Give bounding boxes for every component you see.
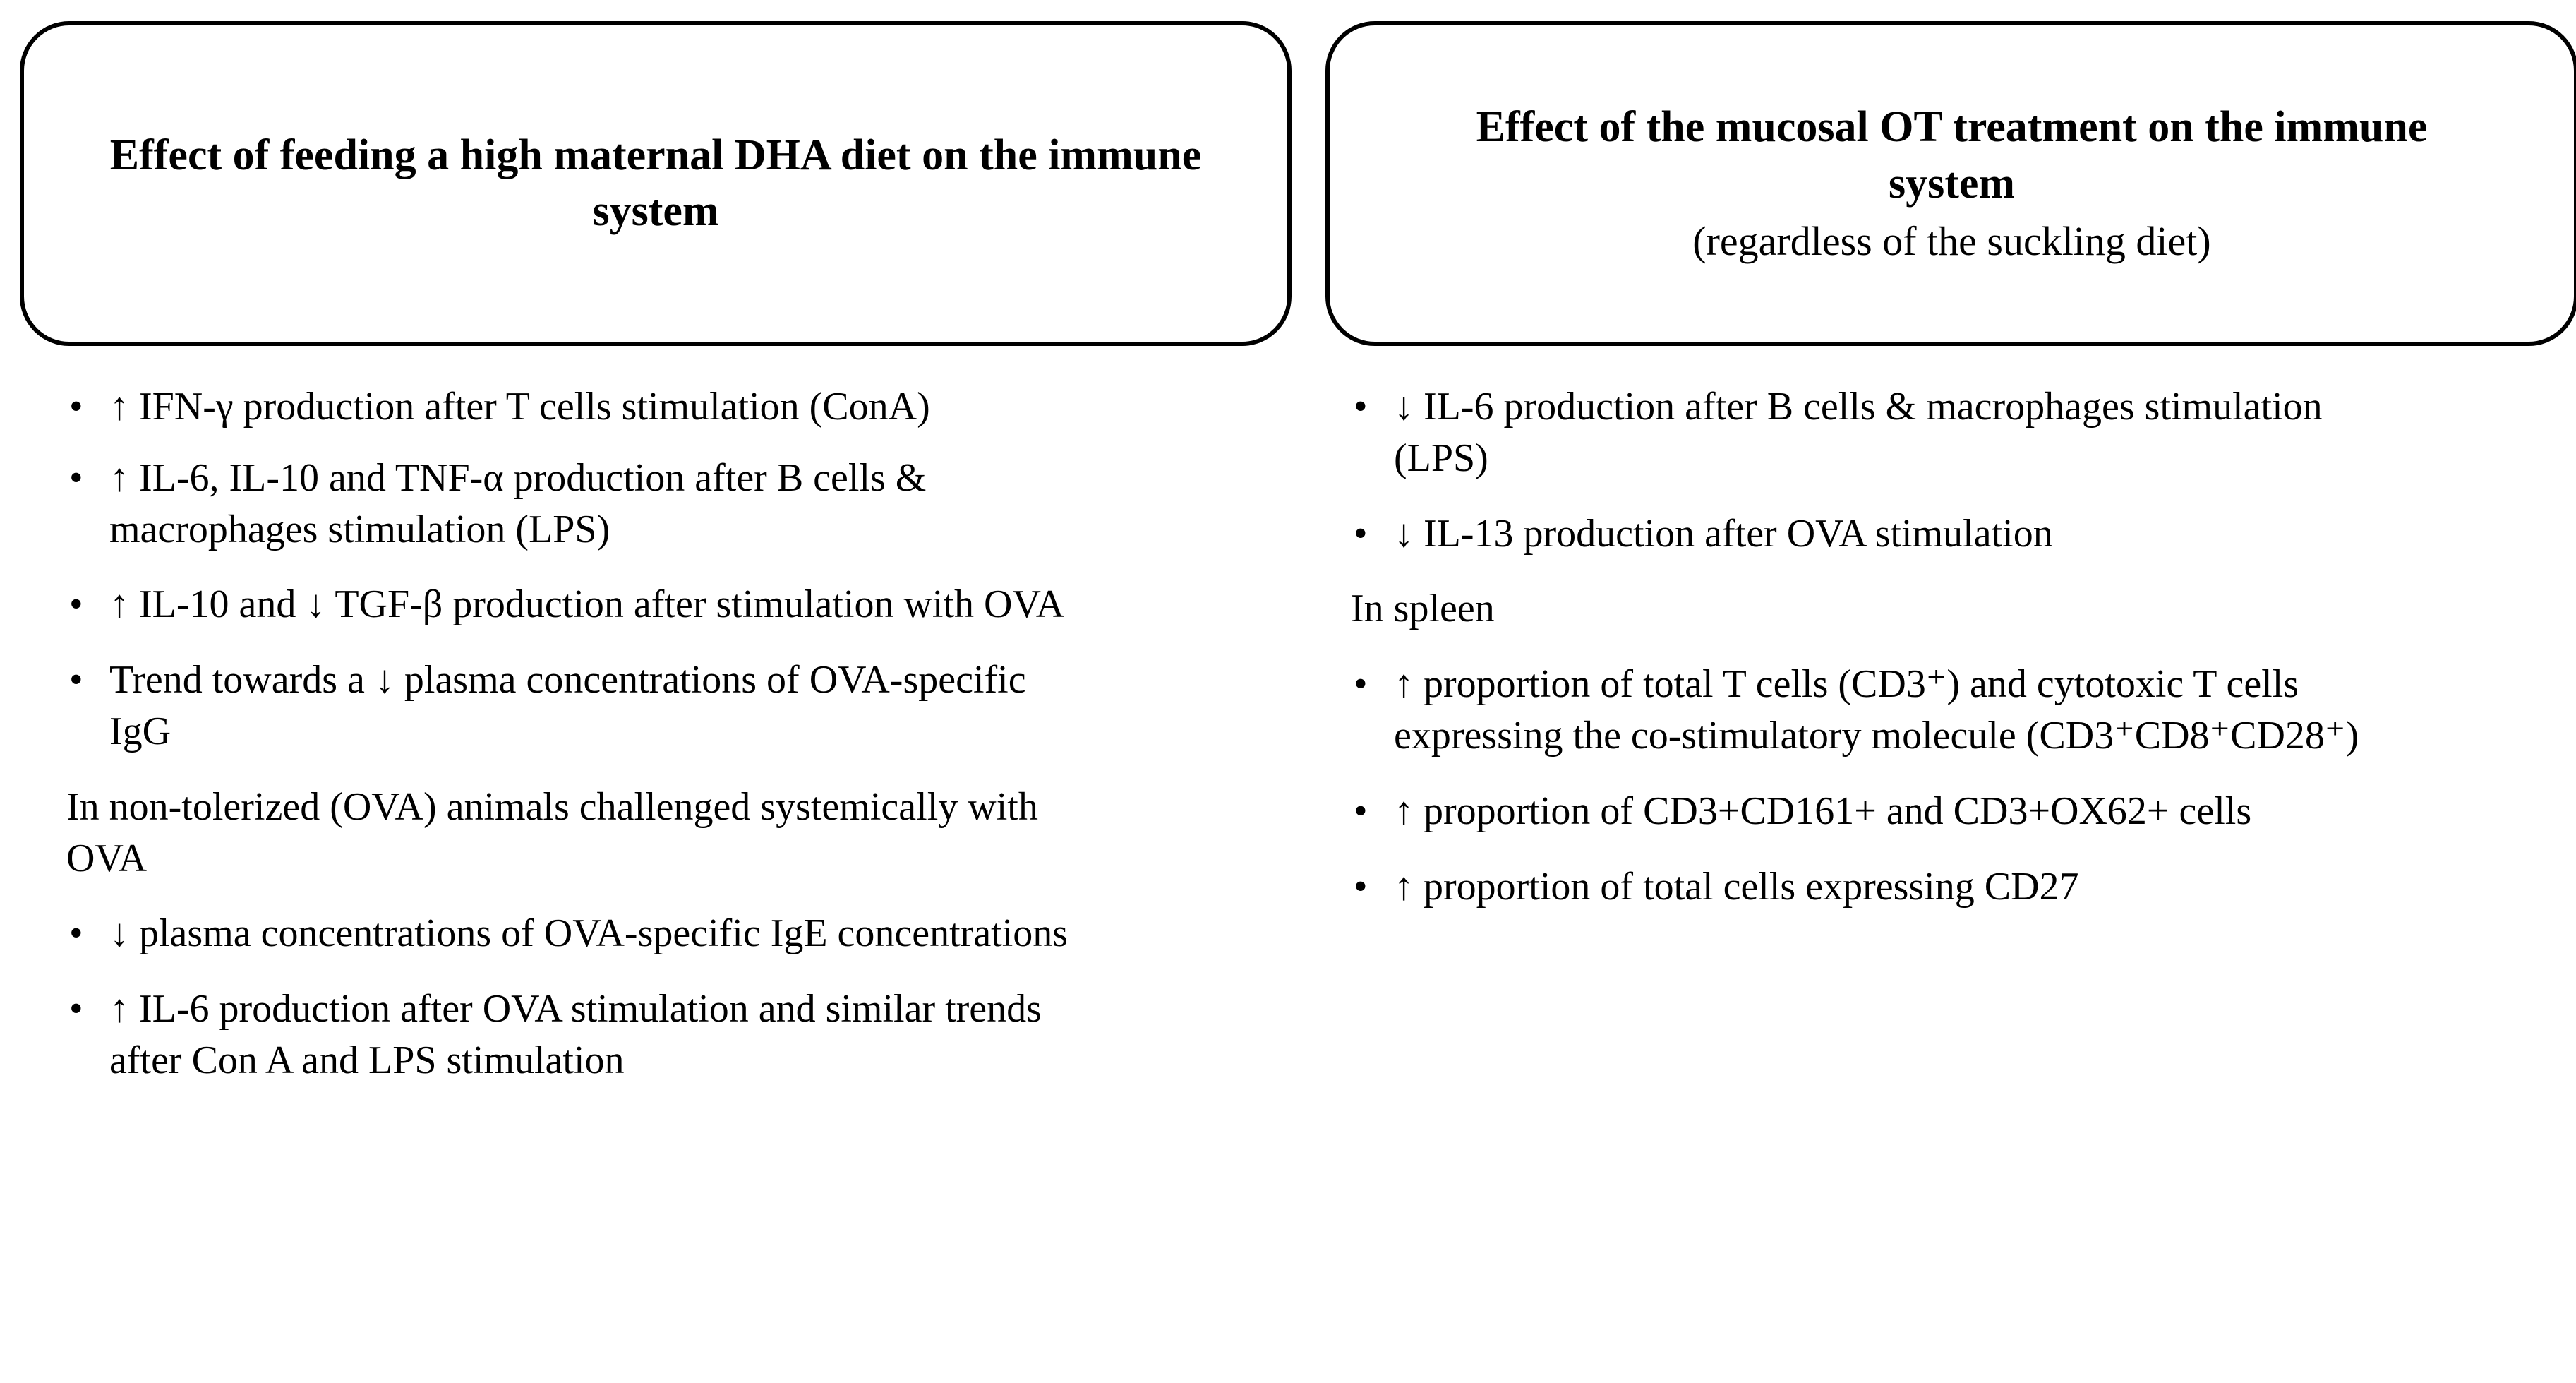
list-item: • ↑ proportion of CD3+CD161+ and CD3+OX6…: [1327, 786, 2569, 837]
list-item-text: ↓ IL-13 production after OVA stimulation: [1394, 511, 2053, 556]
list-item: • ↓ IL-13 production after OVA stimulati…: [1327, 508, 2569, 560]
list-item-text: ↑ IFN-γ production after T cells stimula…: [109, 385, 930, 429]
list-item-text: ↑ IL-6, IL-10 and TNF-α production after…: [109, 455, 927, 551]
list-item-text: ↑ IL-6 production after OVA stimulation …: [109, 987, 1042, 1082]
right-content-list: • ↓ IL-6 production after B cells & macr…: [1327, 381, 2569, 936]
list-item-text: ↑ proportion of CD3+CD161+ and CD3+OX62+…: [1394, 789, 2252, 833]
bullet-icon: •: [1354, 789, 1368, 833]
list-item-text: ↑ IL-10 and ↓ TGF-β production after sti…: [109, 582, 1065, 627]
list-item-text: ↓ plasma concentrations of OVA-specific …: [109, 911, 1069, 956]
list-item: • ↑ IL-6 production after OVA stimulatio…: [42, 983, 1284, 1086]
bullet-icon: •: [69, 658, 83, 702]
bullet-icon: •: [69, 385, 83, 429]
list-item-text: Trend towards a ↓ plasma concentrations …: [109, 658, 1026, 753]
list-item-text: ↓ IL-6 production after B cells & macrop…: [1394, 385, 2323, 480]
list-item: • Trend towards a ↓ plasma concentration…: [42, 654, 1284, 758]
bullet-icon: •: [1354, 511, 1368, 556]
list-item-text: ↑ proportion of total T cells (CD3⁺) and…: [1394, 662, 2359, 758]
right-header-subtitle: (regardless of the suckling diet): [1692, 218, 2211, 265]
list-item: • ↑ IL-10 and ↓ TGF-β production after s…: [42, 579, 1284, 630]
list-item: • ↓ plasma concentrations of OVA-specifi…: [42, 908, 1284, 959]
bullet-icon: •: [69, 911, 83, 956]
list-item: • ↑ proportion of total T cells (CD3⁺) a…: [1327, 659, 2569, 762]
bullet-icon: •: [69, 987, 83, 1031]
bullet-icon: •: [1354, 385, 1368, 429]
right-header-title: Effect of the mucosal OT treatment on th…: [1476, 103, 2428, 208]
list-item: • ↑ IFN-γ production after T cells stimu…: [42, 381, 1284, 433]
section-paragraph: In spleen: [1351, 587, 1495, 631]
list-item: • ↑ IL-6, IL-10 and TNF-α production aft…: [42, 453, 1284, 556]
section-paragraph: In non-tolerized (OVA) animals challenge…: [66, 784, 1038, 880]
list-item-text: ↑ proportion of total cells expressing C…: [1394, 864, 2079, 909]
bullet-icon: •: [1354, 662, 1368, 707]
list-item: • ↓ IL-6 production after B cells & macr…: [1327, 381, 2569, 484]
right-header-box: Effect of the mucosal OT treatment on th…: [1325, 21, 2576, 346]
bullet-icon: •: [69, 455, 83, 500]
bullet-icon: •: [69, 582, 83, 627]
left-content-list: • ↑ IFN-γ production after T cells stimu…: [42, 381, 1284, 1110]
left-header-box: Effect of feeding a high maternal DHA di…: [20, 21, 1292, 346]
left-header-title: Effect of feeding a high maternal DHA di…: [109, 131, 1202, 235]
list-item: • ↑ proportion of total cells expressing…: [1327, 861, 2569, 913]
bullet-icon: •: [1354, 864, 1368, 909]
